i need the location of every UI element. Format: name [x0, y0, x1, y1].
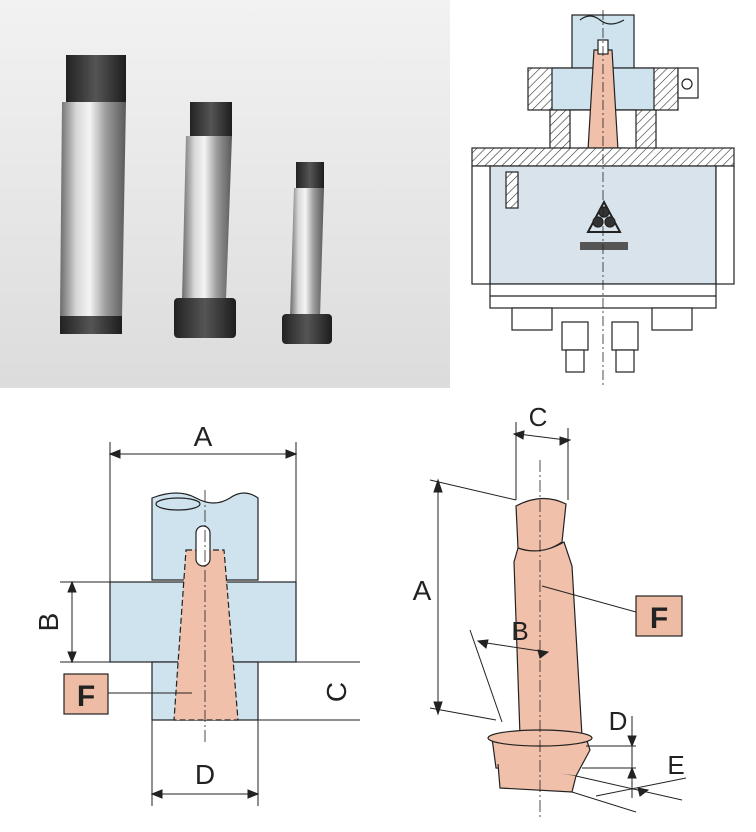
label-e: E — [667, 750, 684, 780]
sleeves-photo — [0, 0, 450, 388]
assembly-diagram — [462, 10, 752, 388]
large-sleeve — [60, 55, 126, 334]
dimension-d — [582, 716, 637, 798]
f-label-box — [63, 673, 109, 715]
dimension-a — [429, 478, 517, 721]
dimension-d — [150, 720, 260, 806]
dimension-e — [571, 775, 687, 813]
front-view-diagram: A B C D F — [0, 400, 370, 827]
side-view-diagram: A B C D — [386, 400, 756, 827]
dimension-a — [108, 442, 298, 582]
label-c: C — [529, 402, 548, 432]
label-b: B — [33, 613, 64, 632]
label-d: D — [195, 759, 215, 790]
medium-sleeve — [174, 102, 236, 338]
label-a: A — [413, 575, 432, 606]
dimension-c — [258, 661, 360, 721]
dimension-c — [512, 422, 572, 500]
label-f: F — [650, 602, 668, 635]
dimension-b — [469, 629, 550, 723]
dimension-b — [60, 580, 110, 664]
label-f: F — [77, 680, 95, 713]
label-b: B — [511, 616, 528, 646]
label-d: D — [609, 706, 628, 736]
label-a: A — [194, 421, 213, 452]
f-label-box — [635, 595, 683, 637]
small-sleeve — [282, 162, 332, 344]
label-c: C — [321, 682, 352, 702]
